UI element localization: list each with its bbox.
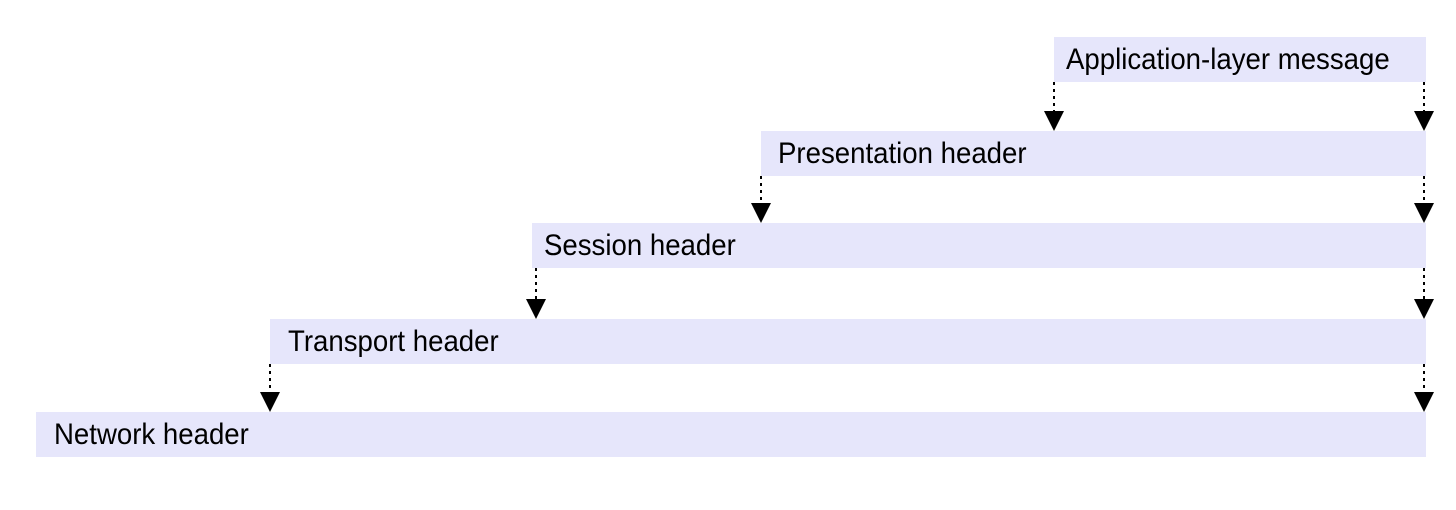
layer-bar-network: Network header xyxy=(36,412,1426,457)
layer-label-network: Network header xyxy=(54,418,249,451)
arrow-application-to-presentation-right xyxy=(1414,82,1434,131)
layer-label-session: Session header xyxy=(544,229,736,262)
layer-bar-transport: Transport header xyxy=(270,319,1426,364)
arrow-transport-to-network-right xyxy=(1414,364,1434,412)
arrow-session-to-transport-left xyxy=(526,268,546,319)
arrow-presentation-to-session-right xyxy=(1414,176,1434,223)
layer-label-transport: Transport header xyxy=(288,325,499,358)
layer-label-presentation: Presentation header xyxy=(778,137,1027,170)
layer-bar-presentation: Presentation header xyxy=(761,131,1426,176)
layer-label-application: Application-layer message xyxy=(1066,43,1390,76)
arrow-transport-to-network-left xyxy=(260,364,280,412)
arrow-session-to-transport-right xyxy=(1414,268,1434,319)
arrow-presentation-to-session-left xyxy=(751,176,771,223)
layer-bar-application: Application-layer message xyxy=(1054,37,1426,82)
layer-bar-session: Session header xyxy=(532,223,1426,268)
arrow-application-to-presentation-left xyxy=(1044,82,1064,131)
